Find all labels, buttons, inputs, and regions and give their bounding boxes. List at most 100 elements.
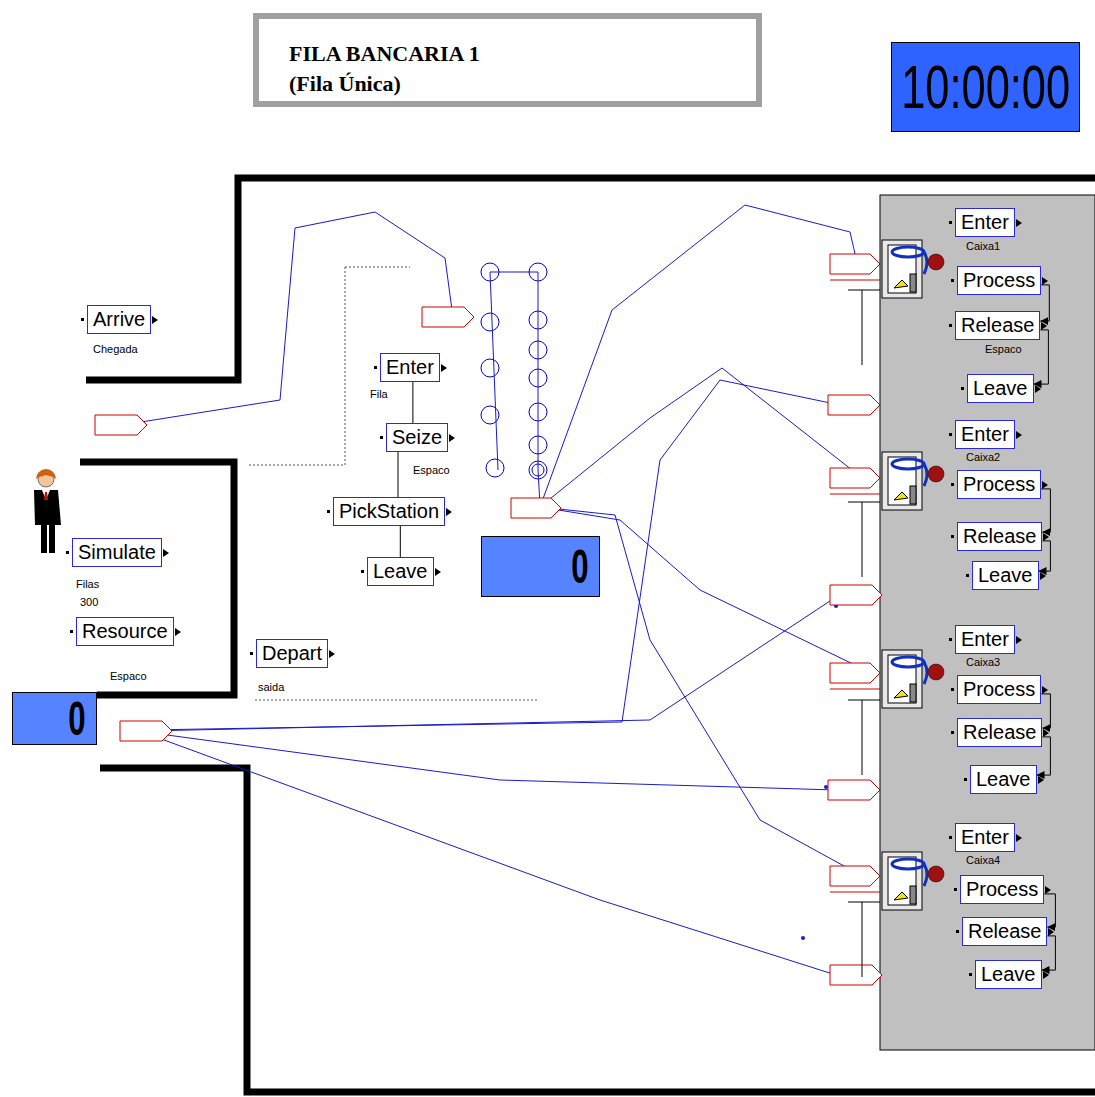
layout-shape [486,459,504,477]
block-label: Caixa1 [966,240,1000,253]
block-name: Enter [955,208,1015,237]
layout-shape [830,866,880,886]
connector [1040,285,1049,321]
layout-shape [928,466,944,482]
arena-block: Leave [967,374,1034,403]
arena-block: EnterFila [380,353,440,382]
layout-shape [824,785,828,789]
layout-shape [120,721,172,741]
layout-shape [892,859,924,869]
arena-block: ResourceEspaco [76,617,174,646]
display-value: 0 [69,691,86,747]
layout-shape [892,247,924,257]
layout-shape [34,490,61,553]
block-name: PickStation [333,497,445,526]
layout-shape [894,690,908,698]
layout-shape [540,507,855,665]
layout-shape [910,684,916,702]
sim-clock: 10:00:00 [891,42,1080,132]
block-name: Leave [970,765,1037,794]
layout-shape [830,965,882,985]
arena-block: Leave [975,960,1042,989]
counter-rails [848,290,880,977]
layout-shape [830,468,880,488]
teller-icon [882,240,944,298]
layout-shape [924,464,927,486]
layout-shape [848,700,880,701]
layout-shape [830,280,880,281]
connector [400,526,401,557]
block-label: Caixa4 [966,854,1000,867]
block-name: Process [957,470,1041,499]
person-figure [34,469,61,553]
layout-shape [42,490,50,500]
arena-block: SimulateFilas300 [72,538,162,567]
block-name: Leave [367,557,434,586]
layout-shape [145,733,836,975]
layout-shape [44,492,48,500]
layout-shape [928,254,944,270]
block-label: saida [258,681,284,694]
block-label: Caixa3 [966,656,1000,669]
layout-shape [924,864,927,886]
layout-shape [345,267,410,268]
connector [412,382,413,423]
layout-shape [95,415,147,435]
block-name: Arrive [87,305,151,334]
layout-shape [145,597,836,731]
arena-block: Process [957,675,1041,704]
block-name: Release [962,917,1047,946]
block-name: Leave [972,561,1039,590]
block-label: Espaco [413,464,450,477]
layout-shape [880,195,1095,1050]
layout-shape [924,252,927,274]
station-tags [95,254,882,985]
layout-shape [248,267,345,465]
layout-shape [848,902,880,903]
layout-shape [928,866,944,882]
layout-shape [540,205,856,507]
block-label: Espaco [110,670,147,683]
arena-block: SeizeEspaco [386,423,448,452]
block-name: Seize [386,423,448,452]
layout-shape [830,663,880,683]
layout-shape [830,892,880,893]
arena-block: EnterCaixa1 [955,208,1015,237]
block-name: Release [957,522,1042,551]
layout-shape [924,662,927,684]
layout-shape [848,290,880,291]
connector [1041,489,1050,532]
layout-shape [910,486,916,504]
walls [80,178,1095,1092]
block-name: Release [957,718,1042,747]
teller-icon [882,452,944,510]
layout-shape [100,768,1095,1092]
arena-block: Leave [972,561,1039,590]
connector [1041,694,1050,728]
arena-block: Process [957,266,1041,295]
layout-shape [830,494,880,495]
layout-shape [894,492,908,500]
layout-shape [848,502,880,503]
layout-shape [830,585,882,605]
layout-shape [80,462,234,695]
block-name: Leave [967,374,1034,403]
layout-shape [830,254,880,274]
layout-shape [862,902,863,977]
layout-shape [490,272,540,505]
layout-shape [511,498,561,518]
block-name: Enter [955,625,1015,654]
arena-block: EnterCaixa2 [955,420,1015,449]
arena-block: Release [957,522,1042,551]
layout-shape [540,368,852,507]
layout-shape [801,936,805,940]
arena-block: EnterCaixa4 [955,823,1015,852]
block-name: Process [960,875,1044,904]
arena-block: Process [957,470,1041,499]
block-label: 300 [80,596,98,609]
layout-shape [255,700,537,701]
block-name: Simulate [72,538,162,567]
layout-shape [828,780,880,800]
arena-block: EnterCaixa3 [955,625,1015,654]
